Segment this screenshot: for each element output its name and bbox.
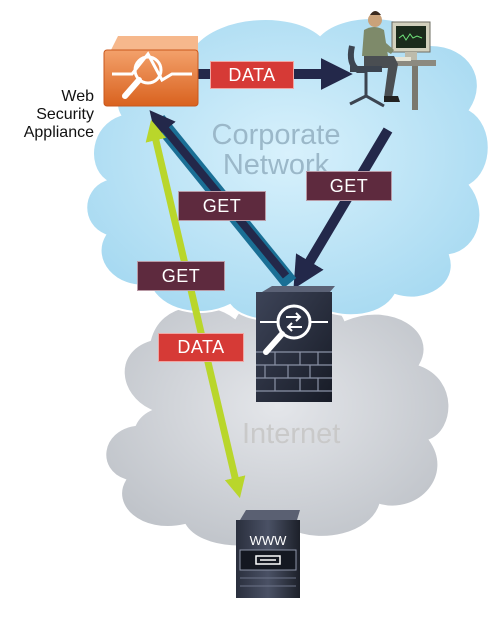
user-at-computer-icon xyxy=(347,11,436,110)
internet-arrow xyxy=(145,119,246,499)
get-tag-right: GET xyxy=(306,171,392,201)
get-tag-center: GET xyxy=(178,191,266,221)
get-tag-left: GET xyxy=(137,261,225,291)
firewall-icon xyxy=(256,286,335,402)
appliance-label: Web Security Appliance xyxy=(23,88,94,141)
data-tag-bottom: DATA xyxy=(158,333,244,362)
server-label: WWW xyxy=(250,533,288,548)
data-tag-top: DATA xyxy=(210,61,294,89)
web-security-appliance-icon xyxy=(103,36,199,107)
web-server-icon: WWW xyxy=(236,510,300,598)
get-arrow-to-firewall xyxy=(293,127,393,290)
internet-label: Internet xyxy=(242,418,341,450)
